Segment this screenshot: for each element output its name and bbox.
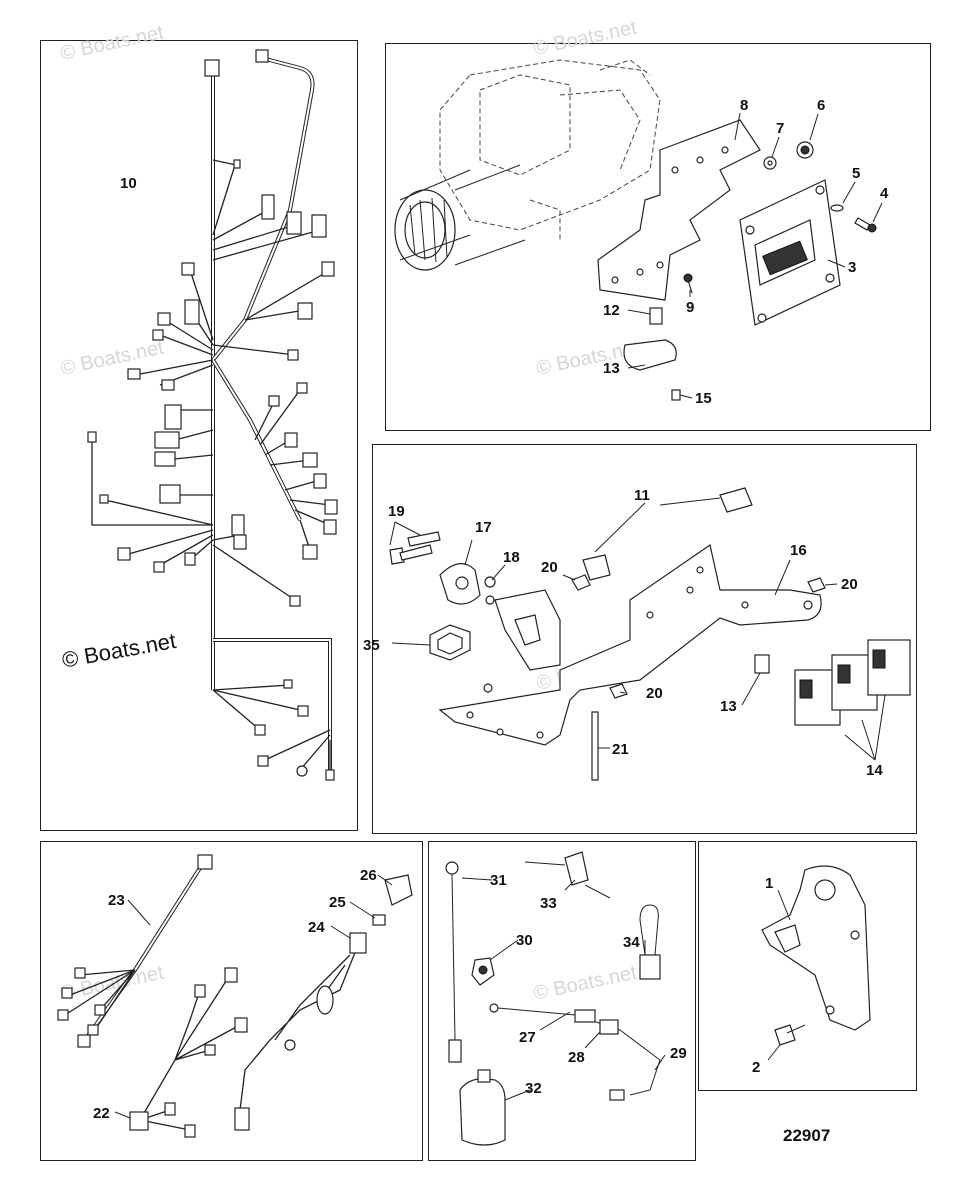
callout-33: 33	[540, 895, 557, 912]
callout-14: 14	[866, 762, 883, 779]
callout-7: 7	[776, 120, 784, 137]
callout-25: 25	[329, 894, 346, 911]
callout-18: 18	[503, 549, 520, 566]
callout-15: 15	[695, 390, 712, 407]
bracket-hardware	[389, 487, 826, 781]
callout-9: 9	[686, 299, 694, 316]
callout-labels: 10 8 6 7 5 4 3 9 12 13 15 19 11 17 18 20…	[93, 97, 889, 1122]
callout-20-c: 20	[646, 685, 663, 702]
callout-6: 6	[817, 97, 825, 114]
callout-28: 28	[568, 1049, 585, 1066]
engine-harness-main	[87, 49, 338, 781]
callout-5: 5	[852, 165, 860, 182]
callout-20-a: 20	[541, 559, 558, 576]
callout-30: 30	[516, 932, 533, 949]
sensors	[445, 851, 666, 1146]
callout-3: 3	[848, 259, 856, 276]
callout-12: 12	[603, 302, 620, 319]
ecm-hardware	[623, 141, 877, 401]
callout-35: 35	[363, 637, 380, 654]
callout-16: 16	[790, 542, 807, 559]
watermark: © Boats.net	[58, 21, 166, 64]
callout-1: 1	[765, 875, 773, 892]
relay-modules	[794, 639, 911, 726]
callout-27: 27	[519, 1029, 536, 1046]
watermark: © Boats.net	[58, 336, 166, 379]
mounting-plate	[597, 119, 761, 301]
callout-20-b: 20	[841, 576, 858, 593]
callout-13: 13	[603, 360, 620, 377]
panel-harness-aux	[40, 841, 423, 1161]
callout-2: 2	[752, 1059, 760, 1076]
callout-24: 24	[308, 919, 325, 936]
callout-31: 31	[490, 872, 507, 889]
diagram-reference-number: 22907	[783, 1126, 831, 1145]
callout-23: 23	[108, 892, 125, 909]
callout-26: 26	[360, 867, 377, 884]
callout-32: 32	[525, 1080, 542, 1097]
mounting-bracket	[761, 865, 871, 1061]
leader-lines-ecm	[627, 112, 883, 399]
callout-10: 10	[120, 175, 137, 192]
ecm-module	[739, 179, 841, 326]
callout-4: 4	[880, 185, 889, 202]
callout-22: 22	[93, 1105, 110, 1122]
watermark: © Boats.net	[531, 961, 639, 1004]
callout-34: 34	[623, 934, 640, 951]
transmission-housing	[394, 59, 661, 271]
watermark-layer: © Boats.net © Boats.net © Boats.net © Bo…	[58, 16, 642, 1004]
callout-19: 19	[388, 503, 405, 520]
callout-17: 17	[475, 519, 492, 536]
callout-11: 11	[634, 487, 650, 504]
callout-21: 21	[612, 741, 629, 758]
relay-bracket-assembly	[438, 544, 822, 746]
aux-harnesses	[57, 854, 413, 1138]
leader-lines-relay	[389, 497, 886, 761]
watermark: © Boats.net	[531, 16, 639, 59]
callout-8: 8	[740, 97, 748, 114]
callout-29: 29	[670, 1045, 687, 1062]
callout-13-b: 13	[720, 698, 737, 715]
